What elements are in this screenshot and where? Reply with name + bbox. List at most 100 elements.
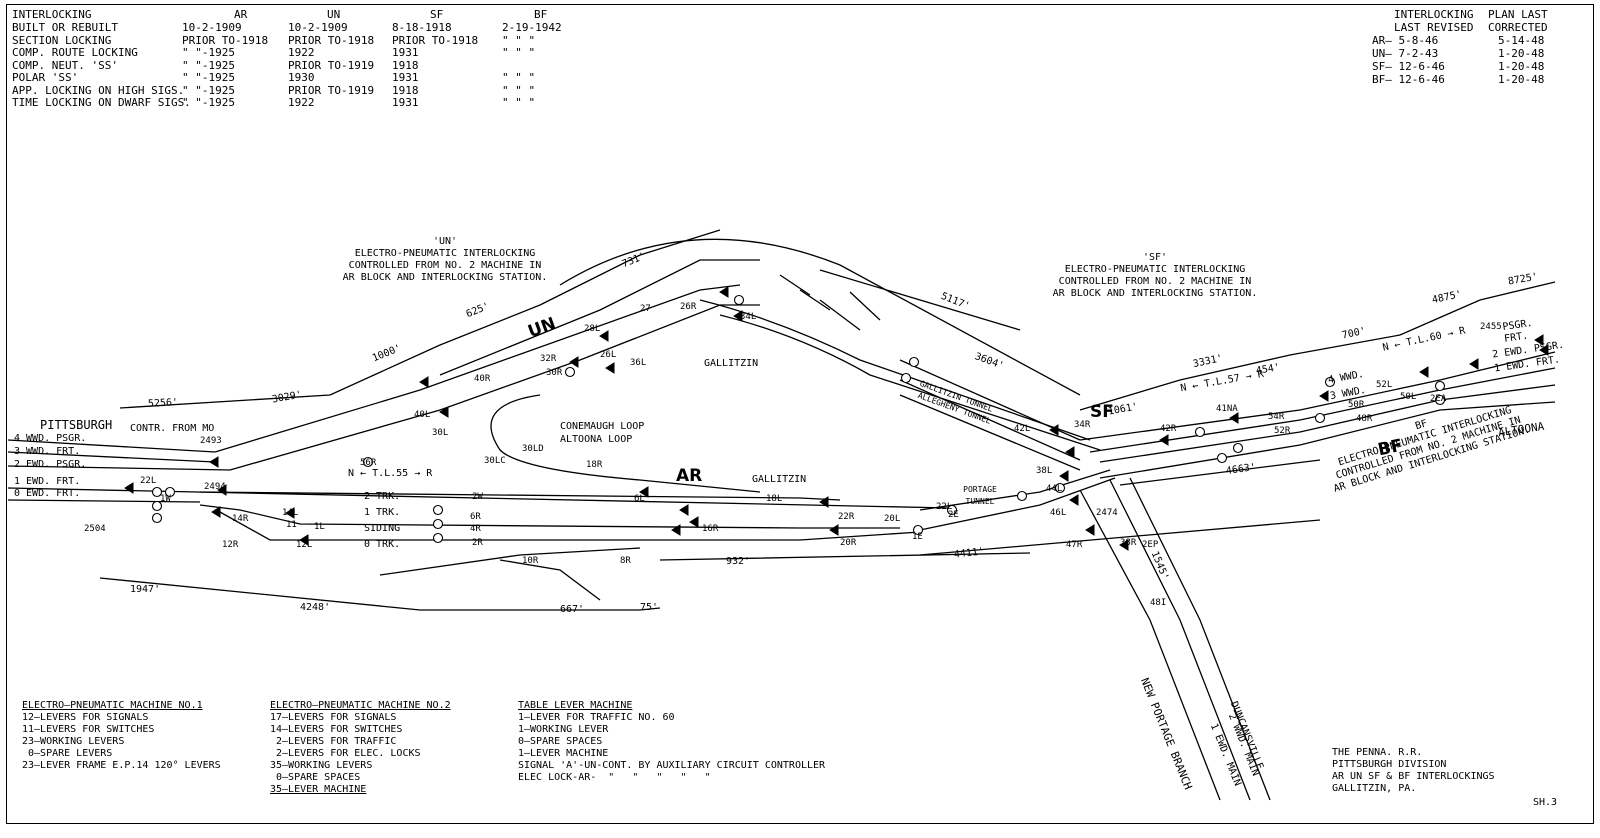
table-lever-spec: TABLE LEVER MACHINE 1—LEVER FOR TRAFFIC … — [518, 700, 825, 784]
label-gallitzin: GALLITZIN — [704, 358, 759, 369]
track-label: 1 TRK. — [364, 507, 401, 518]
track-label: FRT. — [1503, 330, 1529, 345]
table-cell-ar: " "-1925 — [182, 96, 235, 109]
table-cell-bf: " " " — [502, 46, 536, 59]
distance-label: 4248' — [300, 602, 331, 613]
switch-machine-icon — [1434, 394, 1446, 406]
distance-label: 5256' — [147, 397, 179, 410]
lever-label: 20L — [884, 514, 901, 524]
table-lever-line: 1—LEVER MACHINE — [518, 748, 609, 759]
table-cell-sf: 1931 — [392, 96, 419, 109]
track-4-wwd-psgr — [7, 439, 216, 453]
signal-icon — [1085, 524, 1095, 536]
track-label: SIDING — [364, 523, 401, 534]
switch-machine-icon — [1016, 490, 1028, 502]
rev-row-b: 1-20-48 — [1498, 73, 1545, 86]
signal-icon — [733, 310, 743, 322]
lever-label: 4R — [470, 524, 481, 534]
track-labels-left: 4 WWD. PSGR. 3 WWD. FRT. 2 EWD. PSGR. 1 … — [14, 433, 124, 513]
signal-icon — [679, 504, 689, 516]
signal-icon — [124, 482, 134, 494]
signal-icon — [1059, 470, 1069, 482]
track-portage-2 — [919, 477, 1116, 531]
lever-label: 12L — [296, 540, 313, 550]
signal-icon — [299, 534, 309, 546]
switch-machine-icon — [1324, 376, 1336, 388]
lever-label: 2W — [472, 492, 483, 502]
rev-header-plan: PLAN LAST — [1488, 8, 1548, 21]
signal-icon — [1419, 366, 1429, 378]
signal-icon — [209, 456, 219, 468]
lever-label: 2R — [472, 538, 483, 548]
lever-label: 34L — [740, 312, 757, 322]
lever-label: 2EA — [1430, 394, 1447, 404]
signal-icon — [419, 376, 429, 388]
lever-label: 41NA — [1216, 404, 1238, 414]
label-portage-tunnel: PORTAGE TUNNEL — [963, 485, 997, 506]
lever-label: 50R — [1348, 400, 1365, 410]
lever-label: 30LD — [522, 444, 544, 454]
station-ar: AR — [676, 466, 703, 486]
switch-machine-icon — [1434, 380, 1446, 392]
signal-icon — [1229, 412, 1239, 424]
signal-icon — [671, 524, 681, 536]
traffic-lever-55: N ← T.L.55 → R — [348, 468, 433, 479]
lever-label: 40L — [414, 410, 431, 420]
lever-label: 27 — [640, 304, 651, 314]
title-line: THE PENNA. R.R. — [1332, 747, 1423, 758]
signal-icon — [829, 524, 839, 536]
switch-machine-icon — [900, 372, 912, 384]
switch-machine-icon — [912, 524, 924, 536]
signal-icon — [1539, 344, 1549, 356]
lever-label: 11 — [286, 520, 297, 530]
lever-label: 1L — [314, 522, 325, 532]
machine-2-line: 0—SPARE SPACES — [270, 772, 361, 783]
hill-hatching — [779, 274, 881, 331]
signal-icon — [1469, 358, 1479, 370]
track-sf-4 — [1099, 401, 1556, 479]
lever-label: 14R — [232, 514, 249, 524]
table-header-ar: AR — [234, 8, 248, 21]
lever-label: 26R — [680, 302, 697, 312]
track-siding — [199, 504, 900, 529]
note-line: CONTROLLED FROM NO. 2 MACHINE IN — [348, 260, 542, 271]
track-sf-1 — [1079, 351, 1556, 441]
table-row-label: COMP. ROUTE LOCKING — [12, 46, 138, 59]
signal-icon — [599, 330, 609, 342]
distance-label: 932' — [726, 556, 751, 567]
lever-label: 50L — [1400, 392, 1417, 402]
table-cell-bf: " " " — [502, 83, 536, 97]
machine-2-title: ELECTRO—PNEUMATIC MACHINE NO.2 — [270, 700, 451, 711]
table-cell-sf: 1931 — [392, 46, 419, 59]
lever-label: 56R — [360, 458, 377, 468]
track-tunnel-a — [899, 359, 1081, 441]
table-cell-ar: " "-1925 — [182, 58, 235, 72]
switch-machine-icon — [432, 532, 444, 544]
lever-label: 36L — [630, 358, 647, 368]
lever-label: 2494 — [204, 482, 226, 492]
track-label: 0 EWD. FRT. — [14, 488, 81, 499]
signal-icon — [819, 496, 829, 508]
switch-machine-icon — [1216, 452, 1228, 464]
rev-row-a: SF— 12-6-46 — [1372, 60, 1445, 73]
rev-row-a: UN— 7-2-43 — [1372, 47, 1439, 60]
lever-label: 48I — [1150, 598, 1167, 608]
table-row-label: BUILT OR REBUILT — [12, 21, 118, 34]
table-cell-sf: 1918 — [392, 58, 419, 72]
note-line: ELECTRO-PNEUMATIC INTERLOCKING — [1064, 264, 1246, 275]
dimension-line — [99, 552, 1031, 611]
switch-machine-icon — [362, 456, 374, 468]
switch-machine-icon — [151, 512, 163, 524]
table-lever-line: 0—SPARE SPACES — [518, 736, 603, 747]
table-lever-title: TABLE LEVER MACHINE — [518, 700, 633, 711]
lever-label: 1W — [160, 494, 171, 504]
machine-2-line: 14—LEVERS FOR SWITCHES — [270, 724, 403, 735]
lever-label: 6L — [634, 494, 645, 504]
track-conemaugh-loop — [490, 394, 761, 493]
table-header-interlocking: INTERLOCKING — [12, 8, 92, 21]
switch-machine-icon — [1054, 482, 1066, 494]
table-cell-sf: 8-18-1918 — [392, 21, 452, 34]
lever-label: 38R — [1120, 538, 1137, 548]
track-0-ewd-frt — [7, 499, 201, 503]
